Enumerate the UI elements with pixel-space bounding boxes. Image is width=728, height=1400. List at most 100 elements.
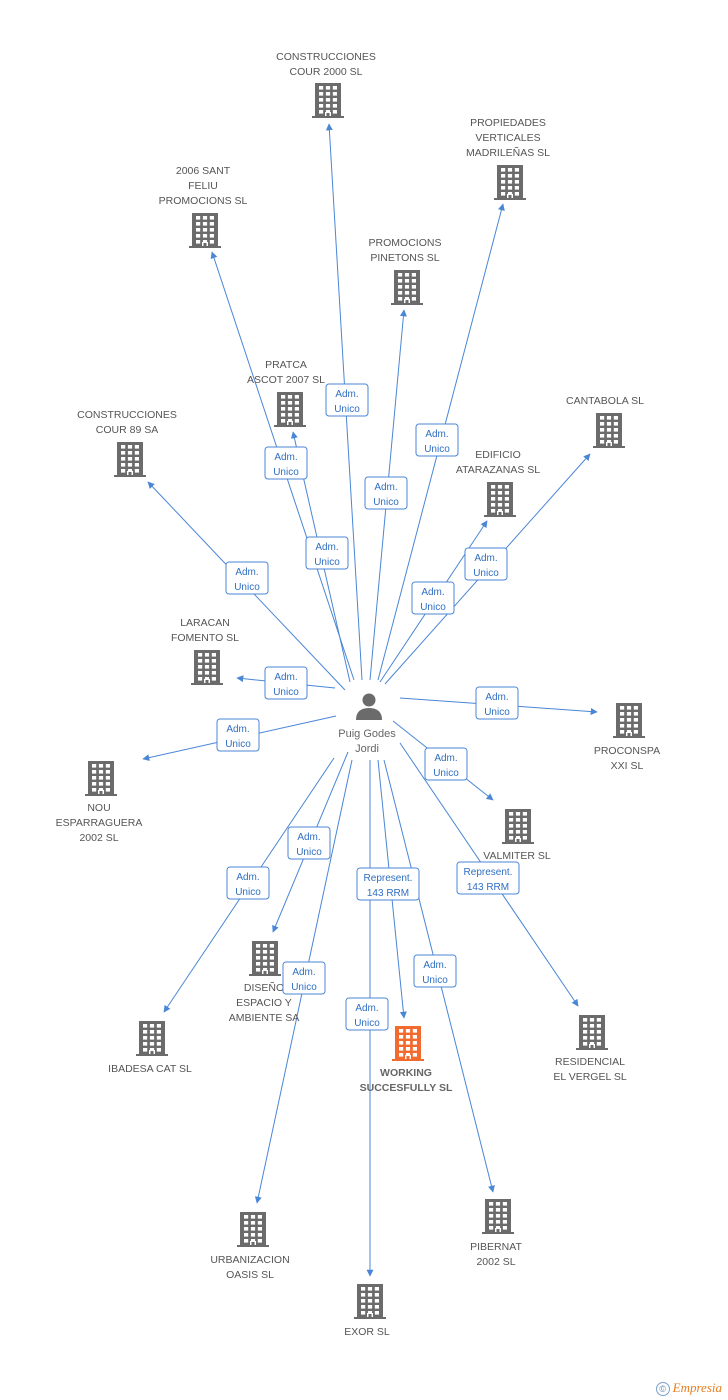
relation-badge-promocions-pinetons[interactable]: Adm.Unico	[364, 476, 408, 510]
company-label: EDIFICIO	[475, 449, 521, 461]
relation-box	[225, 561, 269, 595]
relation-label: Adm.	[355, 1003, 378, 1014]
relation-box	[424, 747, 468, 781]
relation-badge-working-succesfully[interactable]: Represent.143 RRM	[356, 867, 420, 901]
relation-badge-pibernat-2002[interactable]: Adm.Unico	[413, 954, 457, 988]
relation-label: Unico	[484, 707, 510, 718]
relation-label: Adm.	[485, 692, 508, 703]
copyright-icon: ©	[655, 1382, 670, 1396]
company-label: ASCOT 2007 SL	[247, 374, 325, 386]
relation-label: Adm.	[236, 872, 259, 883]
company-node-working-succesfully[interactable]: WORKING SUCCESFULLY SL	[360, 1026, 453, 1094]
company-node-exor[interactable]: EXOR SL	[344, 1284, 390, 1338]
building-icon	[189, 213, 221, 248]
relation-box	[325, 383, 369, 417]
relation-box	[411, 581, 455, 615]
relation-label: Unico	[433, 768, 459, 779]
company-label: OASIS SL	[226, 1269, 274, 1281]
company-label: PRATCA	[265, 359, 307, 371]
relation-label: 143 RRM	[467, 882, 509, 893]
company-label: ESPARRAGUERA	[56, 817, 143, 829]
company-node-ibadesa-cat[interactable]: IBADESA CAT SL	[108, 1021, 192, 1075]
relation-label: Represent.	[364, 873, 413, 884]
relation-label: Adm.	[474, 553, 497, 564]
relation-badge-pratca-ascot[interactable]: Adm. Unico	[305, 536, 349, 570]
relation-badge-exor[interactable]: Adm.Unico	[345, 997, 389, 1031]
relation-box	[287, 826, 331, 860]
building-icon	[354, 1284, 386, 1319]
relation-label: Unico	[420, 602, 446, 613]
building-icon	[502, 809, 534, 844]
relation-badge-construcciones-cour-2000[interactable]: Adm.Unico	[325, 383, 369, 417]
relation-badge-cantabola[interactable]: Adm.Unico	[464, 547, 508, 581]
relation-label: Unico	[296, 847, 322, 858]
relation-label: Adm.	[292, 967, 315, 978]
relation-label: Unico	[234, 582, 260, 593]
company-label: VALMITER SL	[483, 850, 551, 862]
relation-badge-valmiter[interactable]: Adm.Unico	[424, 747, 468, 781]
company-label: COUR 2000 SL	[290, 66, 363, 78]
person-name-label: Puig Godes	[338, 728, 396, 740]
building-icon	[484, 482, 516, 517]
relation-badge-sant-feliu[interactable]: Adm. Unico	[264, 446, 308, 480]
relation-box	[415, 423, 459, 457]
person-name-label: Jordi	[355, 743, 379, 755]
company-node-cantabola[interactable]: CANTABOLA SL	[566, 395, 644, 448]
building-icon	[191, 650, 223, 685]
company-label: NOU	[87, 802, 110, 814]
company-node-pratca-ascot[interactable]: PRATCA ASCOT 2007 SL	[247, 359, 325, 427]
company-label: RESIDENCIAL	[555, 1056, 625, 1068]
building-icon	[482, 1199, 514, 1234]
relation-label: Unico	[422, 975, 448, 986]
relation-badge-laracan-fomento[interactable]: Adm.Unico	[264, 666, 308, 700]
company-node-construcciones-cour-2000[interactable]: CONSTRUCCIONES COUR 2000 SL	[276, 51, 376, 118]
company-label: WORKING	[380, 1067, 432, 1079]
relation-label: Unico	[273, 687, 299, 698]
company-node-valmiter[interactable]: VALMITER SL	[483, 809, 551, 862]
relation-label: Adm.	[274, 452, 297, 463]
relation-badge-residencial-el-vergel[interactable]: Represent.143 RRM	[456, 861, 520, 895]
company-label: EXOR SL	[344, 1326, 390, 1338]
building-icon	[312, 83, 344, 118]
relation-badge-construcciones-cour-89[interactable]: Adm. Unico	[225, 561, 269, 595]
relation-badge-propiedades-verticales[interactable]: Adm.Unico	[415, 423, 459, 457]
relation-label: Unico	[291, 982, 317, 993]
relation-box	[464, 547, 508, 581]
building-icon	[237, 1212, 269, 1247]
relation-label: Adm.	[235, 567, 258, 578]
company-label: CONSTRUCCIONES	[276, 51, 376, 63]
relation-badge-nou-esparraguera[interactable]: Adm.Unico	[216, 718, 260, 752]
relation-box	[456, 861, 520, 895]
building-icon	[613, 703, 645, 738]
relation-badge-edificio-atarazanas[interactable]: Adm.Unico	[411, 581, 455, 615]
building-icon	[274, 392, 306, 427]
building-icon	[576, 1015, 608, 1050]
company-label: FELIU	[188, 180, 218, 192]
relation-badge-proconspa[interactable]: Adm. Unico	[475, 686, 519, 720]
company-label: XXI SL	[611, 760, 644, 772]
relation-badge-ibadesa-cat[interactable]: Adm.Unico	[226, 866, 270, 900]
relation-box	[305, 536, 349, 570]
relation-label: Unico	[273, 467, 299, 478]
company-label: SUCCESFULLY SL	[360, 1082, 453, 1094]
building-icon	[136, 1021, 168, 1056]
company-label: MADRILEÑAS SL	[466, 146, 550, 159]
relation-badge-diseno-espacio[interactable]: Adm.Unico	[287, 826, 331, 860]
company-label: 2002 SL	[476, 1256, 515, 1268]
relation-label: Adm.	[315, 542, 338, 553]
relation-label: Unico	[314, 557, 340, 568]
relation-badge-urbanizacion-oasis[interactable]: Adm. Unico	[282, 961, 326, 995]
